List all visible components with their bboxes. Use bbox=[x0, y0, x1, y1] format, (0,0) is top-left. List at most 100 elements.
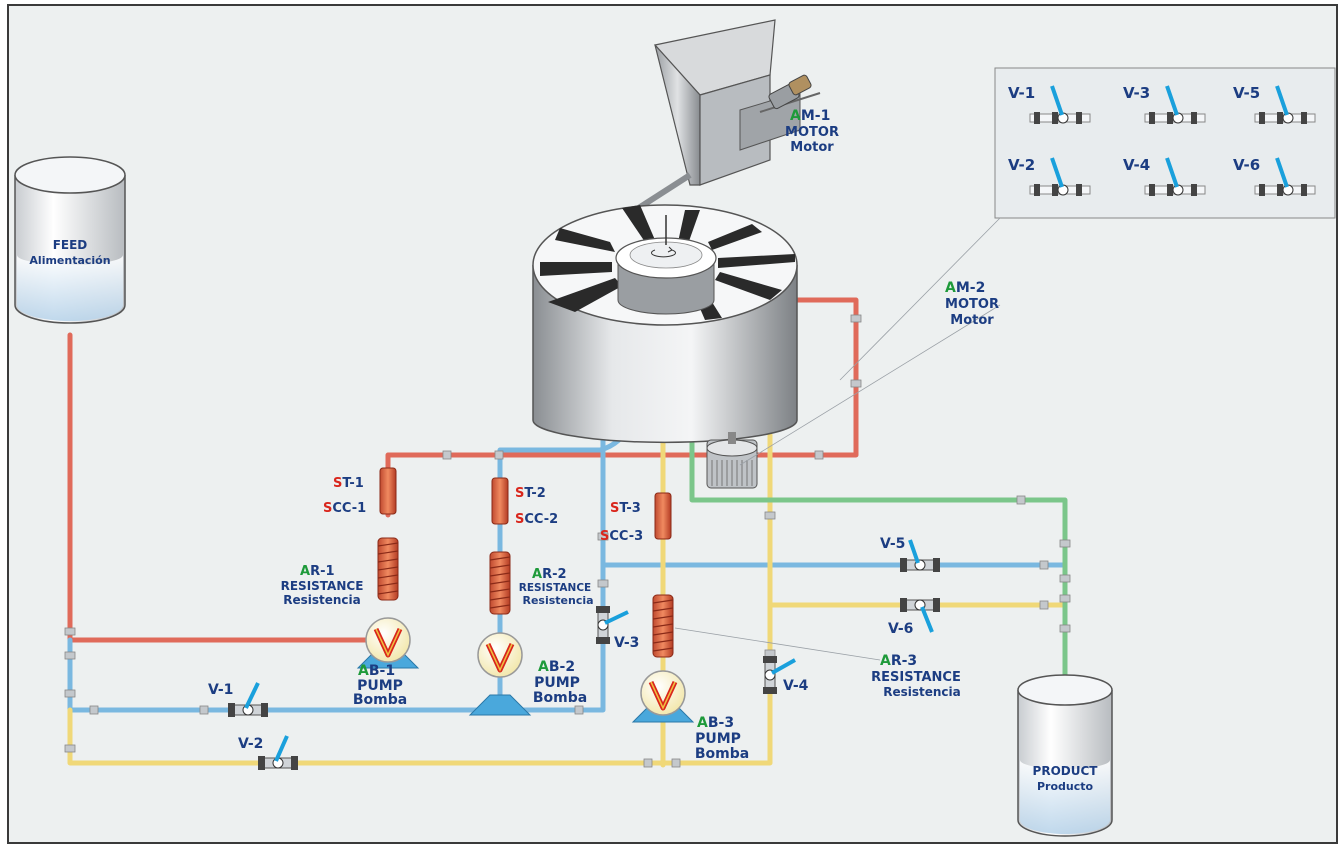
ab2-en: PUMP bbox=[534, 675, 580, 691]
label-st2: ST-2 SCC-2 bbox=[515, 486, 558, 527]
feed-tank-label-en: FEED bbox=[53, 238, 88, 252]
ab2-prefix: A bbox=[538, 659, 549, 675]
scc2-code: CC-2 bbox=[524, 512, 558, 527]
product-tank: PRODUCT Producto bbox=[1017, 674, 1113, 837]
ar3-code: R-3 bbox=[891, 653, 917, 669]
scc1-prefix: S bbox=[323, 501, 332, 516]
valve-v4-label: V-4 bbox=[783, 678, 809, 694]
valve-v6-handle bbox=[920, 606, 934, 633]
scc2-prefix: S bbox=[515, 512, 524, 527]
feed-tank-label-es: Alimentación bbox=[29, 254, 110, 267]
st1-prefix: S bbox=[333, 476, 342, 491]
am2-code: M-2 bbox=[956, 280, 985, 296]
svg-text:SCC-2: SCC-2 bbox=[515, 512, 558, 527]
svg-text:ST-1: ST-1 bbox=[333, 476, 364, 491]
scc3-code: CC-3 bbox=[609, 529, 643, 544]
am1-en: MOTOR bbox=[785, 125, 839, 140]
sensor-st1 bbox=[379, 467, 397, 515]
valve-v3[interactable] bbox=[596, 606, 629, 644]
valve-v2[interactable] bbox=[258, 735, 298, 770]
pump-ab3 bbox=[631, 670, 695, 723]
motor-am1 bbox=[759, 74, 821, 113]
svg-text:ST-2: ST-2 bbox=[515, 486, 546, 501]
valve-v1[interactable] bbox=[228, 682, 268, 717]
ab3-prefix: A bbox=[697, 715, 708, 731]
resistance-ar3 bbox=[652, 594, 881, 661]
valve-v6[interactable] bbox=[900, 598, 940, 633]
label-ar3: AR-3 RESISTANCE Resistencia bbox=[871, 653, 961, 699]
ab2-code: B-2 bbox=[549, 659, 575, 675]
ab1-prefix: A bbox=[358, 663, 369, 679]
ar2-en: RESISTANCE bbox=[519, 582, 591, 594]
am2-en: MOTOR bbox=[945, 297, 999, 312]
ar3-es: Resistencia bbox=[883, 685, 961, 699]
label-am1: AM-1 MOTOR Motor bbox=[785, 108, 839, 155]
ar1-prefix: A bbox=[300, 564, 310, 579]
am2-es: Motor bbox=[950, 313, 994, 328]
svg-text:AM-2: AM-2 bbox=[945, 280, 985, 296]
resistance-ar2 bbox=[489, 551, 511, 615]
valve-v4-handle bbox=[771, 658, 796, 675]
label-ar1: AR-1 RESISTANCE Resistencia bbox=[281, 564, 364, 607]
am1-prefix: A bbox=[790, 108, 801, 124]
valve-v2-label: V-2 bbox=[238, 736, 263, 752]
st3-prefix: S bbox=[610, 501, 619, 516]
valve-v1-label: V-1 bbox=[208, 682, 233, 698]
pump-ab1 bbox=[356, 617, 420, 669]
valve-v3-label: V-3 bbox=[614, 635, 639, 651]
label-st1: ST-1 SCC-1 bbox=[323, 476, 366, 516]
ar1-code: R-1 bbox=[310, 564, 334, 579]
sensor-st2 bbox=[491, 477, 509, 525]
label-am2: AM-2 MOTOR Motor bbox=[945, 280, 999, 328]
blue-pipe-bottom bbox=[67, 437, 606, 713]
svg-text:AR-3: AR-3 bbox=[880, 653, 917, 669]
svg-text:SCC-3: SCC-3 bbox=[600, 529, 643, 544]
ar2-es: Resistencia bbox=[522, 594, 593, 607]
valve-v5-label: V-5 bbox=[880, 536, 905, 552]
ab1-code: B-1 bbox=[369, 663, 395, 679]
ab3-en: PUMP bbox=[695, 731, 741, 747]
st1-code: T-1 bbox=[342, 476, 363, 491]
st3-code: T-3 bbox=[619, 501, 640, 516]
ab1-en: PUMP bbox=[357, 678, 403, 694]
am1-es: Motor bbox=[790, 140, 834, 155]
motor-am2 bbox=[706, 304, 1001, 489]
st2-prefix: S bbox=[515, 486, 524, 501]
svg-text:AB-1: AB-1 bbox=[358, 663, 395, 679]
ar1-en: RESISTANCE bbox=[281, 579, 364, 593]
feed-tank: FEED Alimentación bbox=[14, 156, 126, 324]
svg-text:AB-3: AB-3 bbox=[697, 715, 734, 731]
svg-text:AM-1: AM-1 bbox=[790, 108, 830, 124]
scc1-code: CC-1 bbox=[332, 501, 366, 516]
svg-text:AB-2: AB-2 bbox=[538, 659, 575, 675]
ar2-code: R-2 bbox=[542, 567, 566, 582]
ab3-es: Bomba bbox=[695, 746, 749, 762]
am1-code: M-1 bbox=[801, 108, 830, 124]
yellow-pipe-bottom bbox=[67, 432, 773, 766]
valve-v1-handle bbox=[244, 682, 260, 709]
hopper bbox=[618, 19, 801, 223]
valve-v5[interactable] bbox=[900, 539, 940, 572]
valve-v5-handle bbox=[908, 539, 920, 564]
ar3-prefix: A bbox=[880, 653, 891, 669]
label-ab1: AB-1 PUMP Bomba bbox=[353, 663, 407, 708]
label-ab2: AB-2 PUMP Bomba bbox=[533, 659, 587, 706]
svg-text:AR-1: AR-1 bbox=[300, 564, 335, 579]
ab3-code: B-3 bbox=[708, 715, 734, 731]
resistance-ar1 bbox=[377, 537, 399, 601]
valve-legend bbox=[839, 67, 1336, 381]
svg-text:SCC-1: SCC-1 bbox=[323, 501, 366, 516]
label-ab3: AB-3 PUMP Bomba bbox=[695, 715, 749, 762]
ar1-es: Resistencia bbox=[283, 593, 361, 607]
valve-v4[interactable] bbox=[763, 656, 796, 694]
label-ar2: AR-2 RESISTANCE Resistencia bbox=[519, 567, 594, 607]
ar2-prefix: A bbox=[532, 567, 542, 582]
ab1-es: Bomba bbox=[353, 692, 407, 708]
product-tank-label-es: Producto bbox=[1037, 780, 1094, 793]
scc3-prefix: S bbox=[600, 529, 609, 544]
reactor-drum bbox=[532, 204, 798, 444]
sensor-st3 bbox=[654, 492, 672, 540]
st2-code: T-2 bbox=[524, 486, 545, 501]
am2-prefix: A bbox=[945, 280, 956, 296]
ar3-en: RESISTANCE bbox=[871, 670, 961, 685]
